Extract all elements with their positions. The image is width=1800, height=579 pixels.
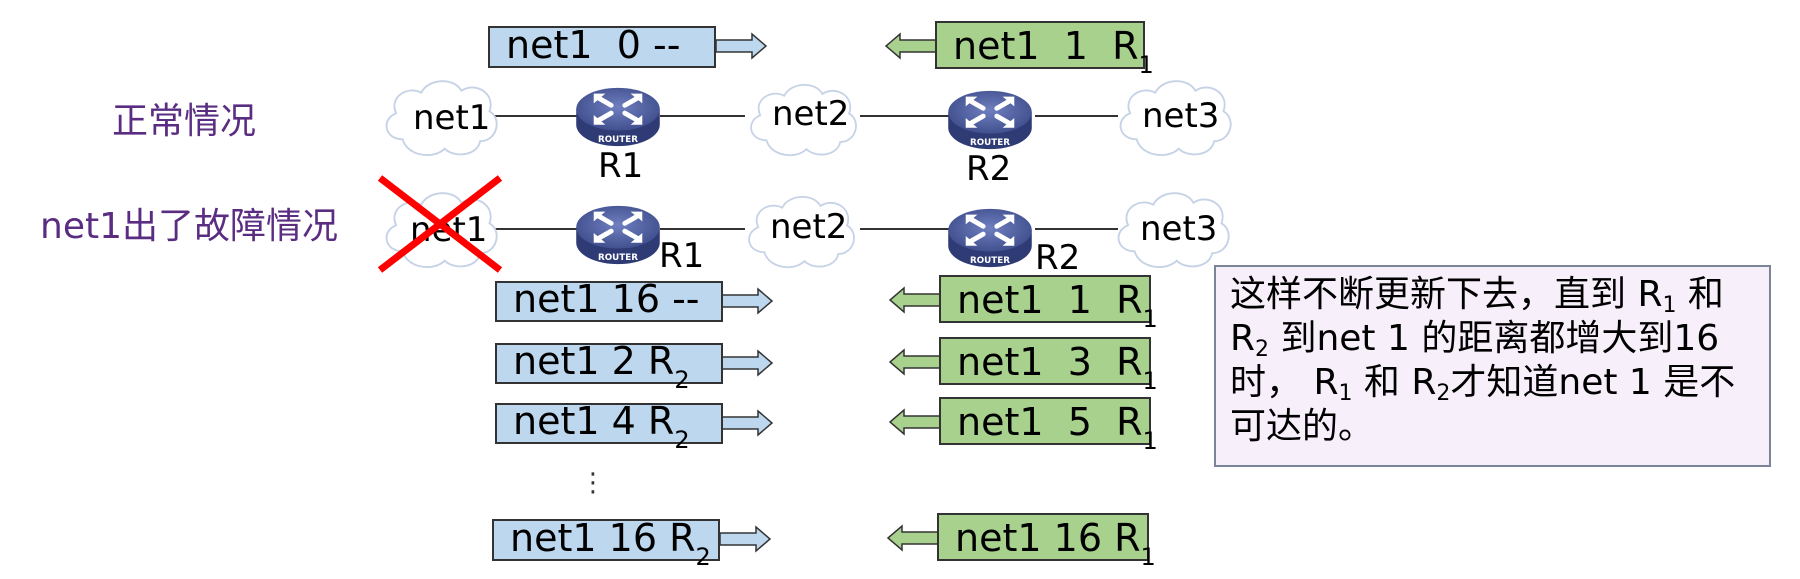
label-fault-case: net1出了故障情况 (40, 206, 338, 247)
node-net2: net2 (770, 207, 848, 247)
note-line-2: R2 到net 1 的距离都增大到16 (1230, 318, 1720, 362)
router-label-r2: R2 (966, 149, 1012, 189)
node-net3: net3 (1140, 209, 1218, 249)
label-normal-case: 正常情况 (112, 101, 257, 142)
arrows (715, 32, 941, 553)
explanation-note: 这样不断更新下去，直到 R1 和 R2 到net 1 的距离都增大到16 时， … (1214, 265, 1771, 467)
r1-update-1: net1 16 -- (495, 280, 723, 322)
node-net2: net2 (772, 94, 850, 134)
router-label-r1: R1 (659, 236, 705, 276)
note-line-1: 这样不断更新下去，直到 R1 和 (1230, 274, 1724, 318)
note-line-4: 可达的。 (1230, 406, 1375, 447)
arrow-left-icon (888, 286, 941, 314)
arrow-left-icon (888, 348, 941, 376)
arrow-left-icon (884, 32, 937, 60)
router-label-r2: R2 (1035, 238, 1081, 278)
arrow-right-icon (721, 349, 774, 377)
arrow-right-icon (719, 525, 772, 553)
arrow-left-icon (888, 408, 941, 436)
router-icon (948, 209, 1032, 267)
ellipsis: ⋮ (580, 468, 606, 498)
note-line-3: 时， R1 和 R2才知道net 1 是不 (1230, 362, 1736, 406)
router-label-r1: R1 (598, 146, 644, 186)
router-icon (576, 206, 660, 264)
arrow-left-icon (886, 524, 939, 552)
router-icon (576, 88, 660, 146)
r1-update-normal: net1 0 -- (488, 26, 716, 68)
node-net3: net3 (1142, 96, 1220, 136)
node-net1-failed: net1 (410, 210, 488, 250)
arrow-right-icon (715, 32, 768, 60)
arrow-right-icon (721, 409, 774, 437)
node-net1: net1 (413, 98, 491, 138)
arrow-right-icon (721, 287, 774, 315)
router-icon (948, 91, 1032, 149)
